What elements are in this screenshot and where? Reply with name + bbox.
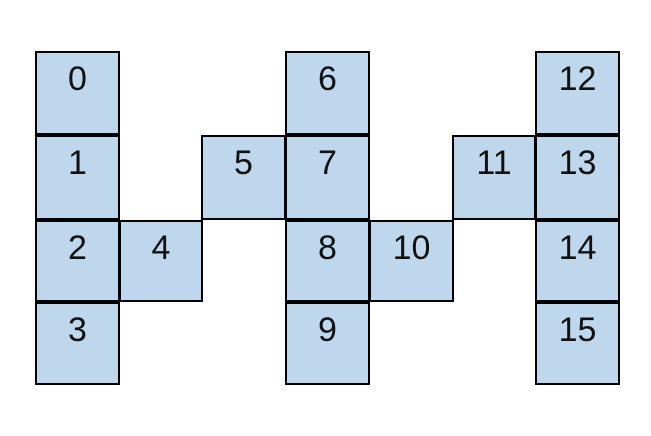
grid-cell-label: 7 — [318, 144, 337, 182]
grid-cell[interactable]: 2 — [35, 220, 120, 302]
grid-cell-label: 1 — [68, 144, 87, 182]
grid-cell[interactable]: 4 — [119, 220, 203, 302]
grid-cell[interactable]: 9 — [285, 302, 370, 385]
grid-cell[interactable]: 8 — [285, 220, 370, 302]
grid-cell-label: 3 — [68, 311, 87, 349]
grid-cell-label: 15 — [558, 311, 597, 349]
grid-cell[interactable]: 13 — [535, 135, 620, 220]
grid-cell-label: 9 — [318, 311, 337, 349]
grid-cell[interactable]: 7 — [285, 135, 370, 220]
grid-cell[interactable]: 10 — [369, 220, 454, 302]
grid-cell[interactable]: 0 — [35, 51, 120, 135]
grid-cell-label: 6 — [318, 60, 337, 98]
grid-cell-label: 14 — [558, 229, 597, 267]
grid-cell-label: 12 — [558, 60, 597, 98]
grid-cell-label: 11 — [476, 144, 512, 182]
grid-cell[interactable]: 11 — [452, 135, 536, 220]
grid-cell[interactable]: 5 — [201, 135, 286, 220]
grid-cell-label: 0 — [68, 60, 87, 98]
grid-cell-label: 10 — [392, 229, 431, 267]
grid-cell-label: 13 — [558, 144, 597, 182]
grid-cell[interactable]: 14 — [535, 220, 620, 302]
grid-cell-label: 4 — [151, 229, 171, 267]
grid-cell[interactable]: 3 — [35, 302, 120, 385]
grid-cell-label: 5 — [234, 144, 253, 182]
grid-cell-label: 8 — [318, 229, 337, 267]
grid-cell-label: 2 — [68, 229, 87, 267]
grid-cell[interactable]: 1 — [35, 135, 120, 220]
grid-cell[interactable]: 6 — [285, 51, 370, 135]
grid-cell[interactable]: 15 — [535, 302, 620, 385]
grid-cell[interactable]: 12 — [535, 51, 620, 135]
